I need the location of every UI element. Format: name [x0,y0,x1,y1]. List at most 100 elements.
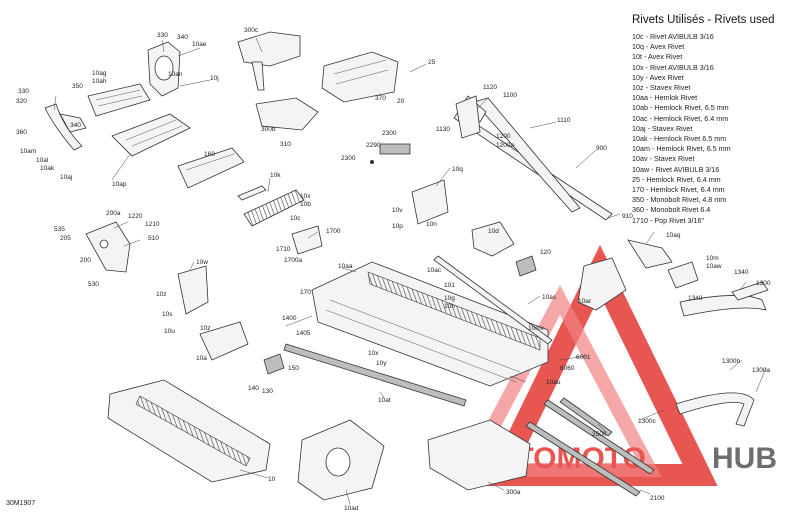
callout: 1120 [483,84,497,91]
bracket-200 [85,221,131,273]
callout: 10aa [338,263,353,270]
legend-item: 170 - Hemlock Rivet, 6.4 mm [632,185,725,195]
legend-item: 10z - Stavex Rivet [632,83,691,93]
bracket-10d [471,221,515,257]
callout: 10ar [578,298,592,305]
callout: 10v [392,207,403,214]
callout: 1300c [638,418,656,425]
frame-300c [237,31,301,91]
callout: 205 [60,235,71,242]
callout: 10p [392,223,403,230]
callout: 1405 [296,330,311,337]
part-120 [515,255,537,277]
callout: 10an [168,71,183,78]
part-150 [263,353,285,375]
bracket-10ar [577,257,627,311]
callout: 10ak [40,165,55,172]
legend-item: 10ak - Hemlock Rivet 6.5 mm [632,134,727,144]
document-code: 30M1907 [6,500,36,507]
callout: 1130 [436,126,450,133]
bracket-1130 [455,95,481,139]
callout: 900 [596,145,607,152]
legend-item: 10aj - Stavex Rivet [632,123,693,133]
callout: 2300 [341,155,356,162]
callout: 10n [426,221,437,228]
callout: 1220 [128,213,143,220]
callout: 10s [162,311,173,318]
callout: 320 [16,98,27,105]
callout: 10as [542,294,557,301]
callout: 1210 [145,221,160,228]
watermark-text-hub: HUB [712,442,777,475]
legend-item: 350 - Monobolt Rivet, 4.8 mm [632,195,727,205]
bracket-1700 [291,225,323,255]
legend-item: 10t - Avex Rivet [632,52,683,62]
bumper-1300b [675,392,755,427]
callout: 140 [248,385,259,392]
tunnel-10 [107,379,271,483]
callout: 1700 [326,228,341,235]
callout: 300b [261,126,276,133]
callout: 1340 [688,295,703,302]
panel-160 [177,147,245,189]
legend-item: 10ac - Hemlock Rivet, 6.4 mm [632,113,729,123]
plate-10ag [87,83,151,117]
legend-item: 10av - Stavex Rivet [632,154,695,164]
legend-item: 10am - Hemlock Rivet, 6.5 mm [632,144,731,154]
legend-item: 10q - Avex Rivet [632,42,685,52]
callout: 340 [177,34,188,41]
legend-item: 10x - Rivet AVIBULB 3/16 [632,62,714,72]
bumper-1300 [679,281,769,317]
callout: 10m [706,255,719,262]
callout: 1100 [503,92,517,99]
callout: 10ag [92,70,107,77]
callout: 10b [300,201,311,208]
rail-10at [283,343,467,407]
bracket-10s [177,265,209,315]
callout: 2300 [382,130,397,137]
callout: 1710 [276,246,291,253]
callout: 6001 [576,354,591,361]
callout: 150 [288,365,299,372]
callout: 350 [72,83,83,90]
callout: 25 [428,59,436,66]
legend-item: 10y - Avex Rivet [632,72,684,82]
callout: 1300 [756,280,771,287]
panel-10ap [111,113,191,157]
bracket-10aq [627,239,673,269]
callout: 10x [300,193,311,200]
callout: 120 [540,249,551,256]
callout: 10mv [528,325,545,332]
callout: 10aj [60,174,72,181]
rail-10as [433,255,553,345]
callout: 10al [36,157,49,164]
callout: 10y [376,360,387,367]
callout: 300a [506,489,521,496]
frame-300a [427,419,531,491]
leader-lines [53,37,767,505]
fasteners-2290 [370,143,411,164]
bracket-10m [667,261,699,289]
callout: 1200 [496,133,511,140]
callout: 10c [290,215,301,222]
callout: 510 [148,235,159,242]
bracket-10a [199,321,249,361]
heatexchanger-10k [237,185,305,227]
frame-300b [255,97,319,131]
callout: 130 [262,388,273,395]
legend-item: 10c - Rivet AVIBULB 3/16 [632,32,714,41]
callout: 1400 [282,315,297,322]
callout: 101 [444,282,455,289]
callout: 170 [300,289,311,296]
callout: 300c [244,27,259,34]
callout: 10au [546,379,561,386]
rivets-legend: Rivets Utilisés - Rivets used 10c - Rive… [622,14,798,226]
legend-item: 360 - Monobolt Rivet 6.4 [632,205,711,215]
bracket-10q [411,179,449,225]
callout: 10g [444,295,455,302]
callout: 1300b [722,358,740,365]
legend-item: 10ab - Hemlock Rivet, 6.5 mm [632,103,729,113]
callout: 910 [622,213,633,220]
callout: 10ap [112,181,127,188]
